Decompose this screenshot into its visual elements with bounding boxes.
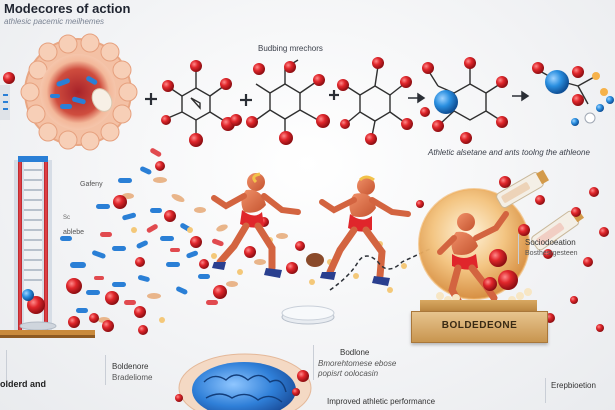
platform-disc xyxy=(281,305,335,325)
dashed-trajectory xyxy=(329,247,433,291)
box2-subtitle: Bradeliome xyxy=(112,373,153,382)
right-label-1: Sociodoeation xyxy=(525,238,576,247)
page-subtitle: athlesic pacemic meilhemes xyxy=(4,17,105,26)
bottom-right-label: Erepbioetion xyxy=(551,381,596,390)
arrow-icons xyxy=(408,90,530,104)
molecule-2-atoms xyxy=(230,61,330,145)
page-title: Modecores of action xyxy=(4,1,131,16)
molecule-4-atoms xyxy=(420,57,508,144)
athletic-label: Athletic alsetane and ants toolng the at… xyxy=(428,148,590,157)
molecule-3 xyxy=(345,65,405,137)
divider-bottom-right xyxy=(545,378,546,403)
left-label-2: ablebe xyxy=(63,229,85,236)
bottom-center-label: Improved athletic performance xyxy=(327,397,436,406)
plaque-text: BOLDEDEONE xyxy=(441,320,518,331)
divider-left xyxy=(6,350,7,380)
athlete-figure-1 xyxy=(211,172,301,278)
energy-orb xyxy=(418,188,532,308)
center-label-1: Bodlone xyxy=(340,348,370,357)
center-label-2: Bmorehtomese ebose xyxy=(318,359,397,368)
molecule-5 xyxy=(532,62,614,126)
mechanism-label: Budbing mrechors xyxy=(258,44,323,53)
cell-illustration xyxy=(3,33,138,151)
divider-center xyxy=(313,345,314,380)
athlete-figure-2 xyxy=(319,175,411,286)
molecule-1-atoms xyxy=(161,60,235,147)
molecule-1 xyxy=(167,70,227,136)
name-plaque: BOLDEDEONE xyxy=(411,311,548,343)
right-label-2: Bosthesrgesteen xyxy=(525,250,578,257)
ball xyxy=(306,253,324,267)
molecule-3-atoms xyxy=(337,57,413,145)
right-red-atoms xyxy=(499,176,609,267)
center-label-3: popisrt oolocasin xyxy=(318,369,379,378)
plaque-top xyxy=(420,300,537,312)
plus-icons xyxy=(145,90,339,106)
left-label-1: Gafeny xyxy=(80,181,103,188)
brain-illustration xyxy=(175,353,312,410)
box2-title: Boldenore xyxy=(112,362,149,371)
left-label-3: Sc xyxy=(63,215,71,221)
capsule-stream xyxy=(60,148,407,332)
left-column-structure xyxy=(0,85,95,338)
divider-right xyxy=(518,234,519,264)
bottom-left-title: olderd and xyxy=(0,379,47,389)
vial-1 xyxy=(496,169,549,208)
divider-box2 xyxy=(105,355,106,385)
